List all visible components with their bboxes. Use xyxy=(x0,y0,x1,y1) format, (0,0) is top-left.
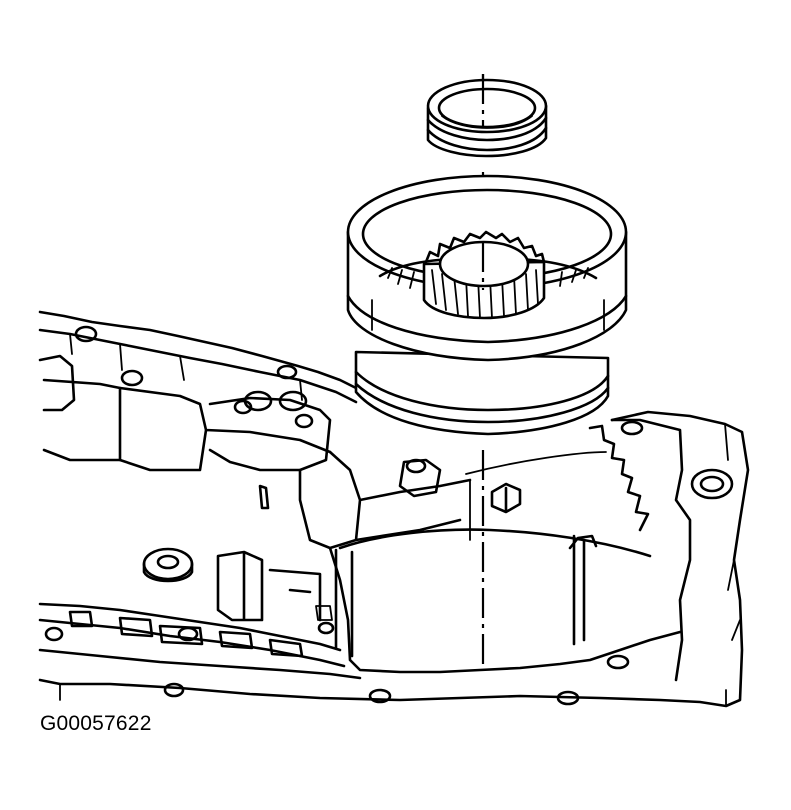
clutch-drum xyxy=(346,174,628,436)
bolt-hole xyxy=(243,390,273,412)
bolt-hole xyxy=(163,682,185,698)
inner-splines xyxy=(387,267,589,289)
lower-slots xyxy=(68,610,304,658)
bolt-hole xyxy=(276,364,298,380)
bolt-hole xyxy=(556,690,580,706)
boss-left xyxy=(398,458,442,498)
small-dowel xyxy=(315,605,333,621)
cavity-inner-curve xyxy=(338,528,652,558)
right-notches xyxy=(724,423,741,641)
bolt-hole-large-inner xyxy=(699,475,725,493)
thrust-washer xyxy=(142,547,194,583)
small-washer xyxy=(317,621,335,635)
bolt-hole xyxy=(606,654,630,670)
bolt-hole xyxy=(620,420,644,436)
bolt-hole xyxy=(233,399,253,415)
bottom-edge-detail xyxy=(59,683,727,707)
nut-tab xyxy=(258,484,270,510)
right-wall xyxy=(610,418,692,682)
bolt-hole xyxy=(74,325,98,343)
gear-teeth-top xyxy=(424,230,546,264)
bore-tab xyxy=(568,534,598,550)
drum-groove xyxy=(354,370,610,424)
lower-rib xyxy=(268,568,322,622)
gear-teeth-face xyxy=(431,269,539,319)
boss-hole xyxy=(405,458,427,474)
bolt-hole xyxy=(177,626,199,642)
case-outline xyxy=(38,310,750,708)
bolt-hole xyxy=(294,413,314,429)
bolt-head xyxy=(490,482,522,514)
lower-bracket xyxy=(216,550,264,622)
upper-flange xyxy=(38,328,358,404)
center-web xyxy=(298,450,472,550)
bolt-hole xyxy=(278,390,308,412)
serrated-edge xyxy=(588,424,650,532)
bolt-hole-large xyxy=(690,468,734,500)
bolt-hole xyxy=(120,369,144,387)
cavity-floor xyxy=(328,546,682,674)
bolt-hole xyxy=(368,688,392,704)
lower-plate xyxy=(38,602,362,680)
cavity-detail xyxy=(465,451,607,541)
drum-side-shade xyxy=(371,299,605,331)
seal-ring xyxy=(426,78,548,158)
figure-id-label: G00057622 xyxy=(40,712,152,735)
drum-bore-right xyxy=(572,534,586,646)
left-wall xyxy=(38,354,122,462)
bolt-hole xyxy=(44,626,64,642)
rib-detail-1 xyxy=(69,333,303,401)
left-pocket xyxy=(118,386,332,472)
transmission-case xyxy=(38,310,750,708)
drum-bore-left xyxy=(334,548,354,658)
